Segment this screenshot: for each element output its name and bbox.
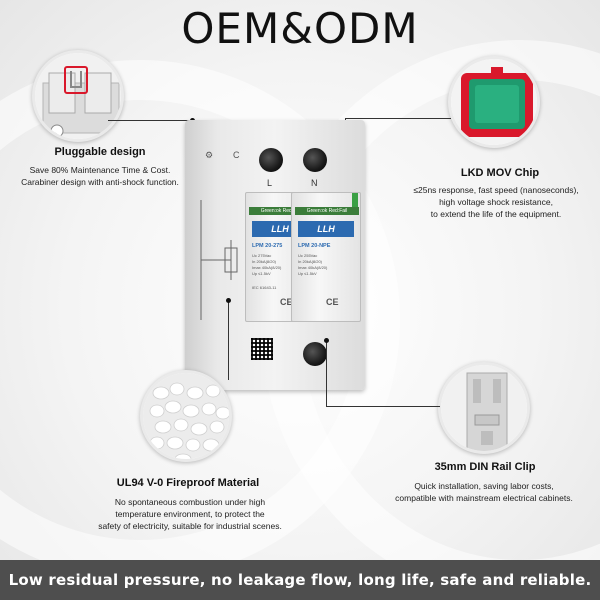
ce-label: CE bbox=[326, 297, 339, 307]
spec-line: Imax 40kA(8/20) bbox=[252, 265, 282, 270]
fireproof-material-image bbox=[140, 370, 232, 462]
desc-line: safety of electricity, suitable for indu… bbox=[98, 521, 282, 531]
surge-protector-device: L N ⚙ C Green:ok Red:Fail LLH LPM 20-275… bbox=[185, 120, 365, 420]
feature-title-pluggable: Pluggable design bbox=[54, 146, 146, 158]
terminal-label-l: L bbox=[267, 178, 273, 188]
spec-line: Up ≤1.5kV bbox=[252, 271, 271, 276]
brand-logo: LLH bbox=[298, 221, 354, 237]
feature-desc-mov: ≤25ns response, fast speed (nanoseconds)… bbox=[396, 184, 596, 220]
gear-icon: ⚙ bbox=[205, 150, 214, 160]
status-strip: Green:ok Red:Fail bbox=[295, 207, 359, 215]
module-right: Green:ok Red:Fail LLH LPM 20-NPE Uc 255V… bbox=[291, 192, 361, 322]
model-label: LPM 20-275 bbox=[252, 243, 283, 249]
desc-line: to extend the life of the equipment. bbox=[430, 209, 562, 219]
connector-line bbox=[228, 300, 229, 380]
feature-desc-din: Quick installation, saving labor costs, … bbox=[374, 480, 594, 504]
desc-line: temperature environment, to protect the bbox=[115, 509, 265, 519]
connector-dot bbox=[226, 298, 231, 303]
connector-line bbox=[326, 406, 440, 407]
terminal-screw-left bbox=[259, 148, 283, 172]
din-rail-clip-image bbox=[438, 362, 530, 454]
product-stage: OEM&ODM Pluggable design Save 80% Mainte… bbox=[0, 0, 600, 560]
circuit-diagram-icon bbox=[200, 200, 238, 320]
spec-block: Uc 275Vac In 20kA(8/20) Imax 40kA(8/20) … bbox=[252, 253, 281, 277]
qr-code-icon bbox=[251, 338, 273, 360]
feature-desc-fireproof: No spontaneous combustion under high tem… bbox=[80, 496, 300, 532]
terminal-screw-right bbox=[303, 148, 327, 172]
status-strip: Green:ok Red:Fail bbox=[249, 207, 313, 215]
feature-desc-pluggable: Save 80% Maintenance Time & Cost. Carabi… bbox=[0, 164, 200, 188]
connector-line bbox=[326, 340, 327, 406]
spec-line: Uc 275Vac bbox=[252, 253, 272, 258]
pluggable-design-image bbox=[32, 50, 124, 142]
desc-line: ≤25ns response, fast speed (nanoseconds)… bbox=[413, 185, 579, 195]
spec-line: Uc 255Vac bbox=[298, 253, 318, 258]
desc-line: Carabiner design with anti-shock functio… bbox=[21, 177, 179, 187]
connector-line bbox=[345, 118, 451, 119]
standard-label: IEC 61643-11 bbox=[252, 285, 277, 290]
feature-title-mov: LKD MOV Chip bbox=[460, 167, 540, 179]
desc-line: high voltage shock resistance, bbox=[439, 197, 553, 207]
spec-line: Up ≤1.5kV bbox=[298, 271, 317, 276]
spec-line: In 20kA(8/20) bbox=[298, 259, 323, 264]
connector-line bbox=[108, 120, 192, 121]
status-indicator bbox=[352, 193, 358, 207]
connector-dot bbox=[324, 338, 329, 343]
feature-title-din: 35mm DIN Rail Clip bbox=[434, 461, 536, 473]
spec-block: Uc 255Vac In 20kA(8/20) Imax 40kA(8/20) … bbox=[298, 253, 327, 277]
spec-line: Imax 40kA(8/20) bbox=[298, 265, 328, 270]
model-label: LPM 20-NPE bbox=[298, 243, 331, 249]
terminal-label-n: N bbox=[311, 178, 318, 188]
desc-line: compatible with mainstream electrical ca… bbox=[395, 493, 573, 503]
feature-title-fireproof: UL94 V-0 Fireproof Material bbox=[116, 477, 260, 489]
spec-line: In 20kA(8/20) bbox=[252, 259, 277, 264]
mov-chip-image bbox=[448, 56, 540, 148]
desc-line: Save 80% Maintenance Time & Cost. bbox=[29, 165, 171, 175]
desc-line: No spontaneous combustion under high bbox=[114, 497, 266, 507]
ce-label: CE bbox=[280, 297, 293, 307]
footer-banner: Low residual pressure, no leakage flow, … bbox=[0, 560, 600, 600]
desc-line: Quick installation, saving labor costs, bbox=[414, 481, 554, 491]
page-title: OEM&ODM bbox=[181, 4, 419, 53]
terminal-screw-bottom bbox=[303, 342, 327, 366]
ce-mark-icon: C bbox=[233, 150, 240, 160]
